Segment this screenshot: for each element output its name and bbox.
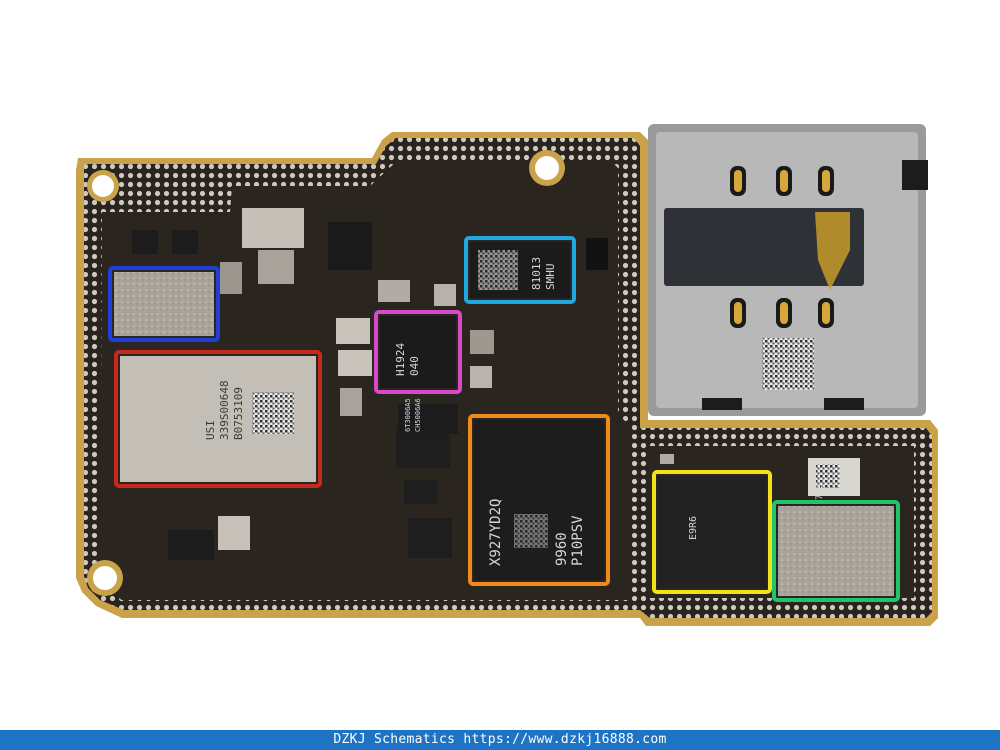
- pink-chip: H1924 040: [380, 316, 456, 388]
- usi-line1: USI: [204, 420, 217, 440]
- cyan-highlight-box: [464, 236, 576, 304]
- small-components: [132, 208, 860, 560]
- yellow-chip-line1: E9R6: [688, 516, 699, 540]
- logic-board-photo: USI 339S00648 B0753109 H1924 040 81013 S…: [76, 124, 938, 626]
- usi-line2: 339S00648: [218, 380, 231, 440]
- small-chip-right-text: 728: [815, 484, 825, 500]
- orange-highlight-box: [468, 414, 610, 586]
- small-chip-left-line1: 6T3006A5: [404, 398, 412, 432]
- caption-bar: DZKJ Schematics https://www.dzkj16888.co…: [0, 730, 1000, 750]
- cyan-chip-line2: SMHU: [544, 264, 557, 291]
- mounting-hole-icon: [87, 150, 565, 596]
- usi-line3: B0753109: [232, 387, 245, 440]
- yellow-chip: E9R6: [658, 476, 766, 588]
- usi-module: USI 339S00648 B0753109: [120, 356, 316, 482]
- pink-highlight-box: [374, 310, 462, 394]
- cpu-line3: P10PSV: [570, 515, 586, 566]
- orange-chip: X927YD2Q 9960 P10PSV: [474, 420, 604, 580]
- cyan-chip-line1: 81013: [530, 257, 543, 290]
- pink-chip-line1: H1924: [394, 343, 407, 376]
- yellow-highlight-box: [652, 470, 772, 594]
- small-chip-left-line2: CH5006A6: [414, 398, 422, 432]
- green-highlight-box: [772, 500, 900, 602]
- blue-module: [114, 272, 214, 336]
- pink-chip-line2: 040: [408, 356, 421, 376]
- cpu-line1: X927YD2Q: [488, 499, 504, 566]
- sim-tray: [648, 124, 928, 416]
- blue-highlight-box: [108, 266, 220, 342]
- cpu-line2: 9960: [554, 532, 570, 566]
- green-module: [778, 506, 894, 596]
- red-highlight-box: [114, 350, 322, 488]
- cyan-chip: 81013 SMHU: [470, 242, 570, 298]
- small-chip-left: 6T3006A5 CH5006A6: [398, 398, 458, 434]
